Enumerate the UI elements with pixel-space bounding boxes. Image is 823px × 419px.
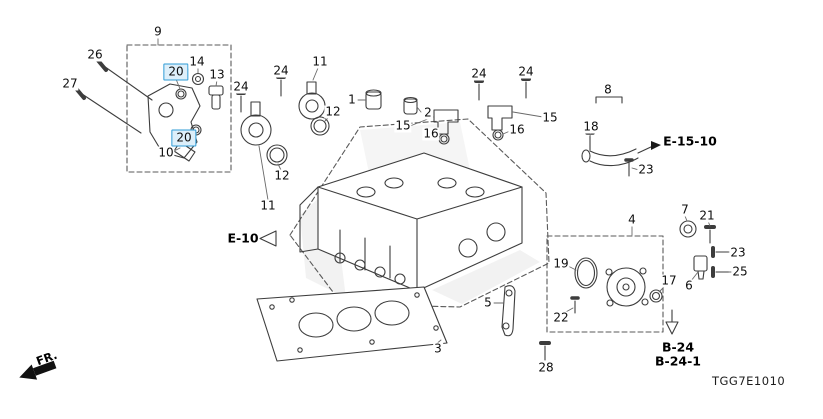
sensor-21 xyxy=(704,225,716,244)
b24-arrow xyxy=(665,309,679,335)
ref-label-b24-1[interactable]: B-24-1 xyxy=(655,353,701,369)
part-label-11[interactable]: 11 xyxy=(311,54,329,69)
part-label-13[interactable]: 13 xyxy=(208,67,226,82)
bolt-24-d xyxy=(521,77,531,99)
part-label-1[interactable]: 1 xyxy=(347,92,357,107)
part-label-16[interactable]: 16 xyxy=(422,126,440,141)
sensor-13 xyxy=(208,85,224,110)
cap-2 xyxy=(403,96,418,115)
part-label-4[interactable]: 4 xyxy=(627,212,637,227)
cap-14 xyxy=(191,72,205,86)
part-label-18[interactable]: 18 xyxy=(582,119,600,134)
part-label-28[interactable]: 28 xyxy=(537,360,555,375)
part-label-2[interactable]: 2 xyxy=(423,105,433,120)
part-label-21[interactable]: 21 xyxy=(698,208,716,223)
sensor-6 xyxy=(693,255,708,280)
part-label-10[interactable]: 10 xyxy=(157,145,175,160)
sensor-15-right xyxy=(487,105,513,131)
o-ring-12-b xyxy=(310,116,330,136)
group-9-box xyxy=(126,44,232,173)
ref-label-e10[interactable]: E-10 xyxy=(227,230,259,246)
bolt-25 xyxy=(711,266,730,278)
part-label-3[interactable]: 3 xyxy=(433,341,443,356)
fr-arrow xyxy=(19,360,57,380)
bolt-28 xyxy=(539,341,551,361)
part-label-26[interactable]: 26 xyxy=(86,47,104,62)
sensor-15-left xyxy=(433,109,459,135)
part-label-14[interactable]: 14 xyxy=(188,54,206,69)
bolt-24-a xyxy=(236,91,246,113)
seal-7 xyxy=(679,220,697,238)
part-label-9[interactable]: 9 xyxy=(153,24,163,39)
part-label-12[interactable]: 12 xyxy=(273,168,291,183)
part-label-19[interactable]: 19 xyxy=(552,256,570,271)
part-label-24[interactable]: 24 xyxy=(272,63,290,78)
part-label-15[interactable]: 15 xyxy=(541,110,559,125)
ref-label-e15-10[interactable]: E-15-10 xyxy=(663,133,717,149)
joint-10 xyxy=(173,141,196,162)
part-label-24[interactable]: 24 xyxy=(470,66,488,81)
part-label-7[interactable]: 7 xyxy=(680,202,690,217)
pump-gasket-19 xyxy=(574,257,598,289)
head-gasket-drawing xyxy=(256,286,448,362)
part-label-16[interactable]: 16 xyxy=(508,122,526,137)
part-label-15[interactable]: 15 xyxy=(394,118,412,133)
bolt-23-a xyxy=(624,158,634,177)
bolt-24-c xyxy=(474,79,484,101)
part-label-8[interactable]: 8 xyxy=(603,82,613,97)
part-label-27[interactable]: 27 xyxy=(61,76,79,91)
bolt-23-b xyxy=(711,246,730,258)
ref-label-b24[interactable]: B-24 xyxy=(661,339,695,355)
arrow-to-e15-10 xyxy=(637,141,661,154)
bolt-26 xyxy=(94,56,153,101)
bracket-5 xyxy=(501,285,516,337)
part-label-17[interactable]: 17 xyxy=(660,273,678,288)
cap-assembly-11-b xyxy=(298,81,326,120)
part-label-22[interactable]: 22 xyxy=(552,310,570,325)
part-label-11[interactable]: 11 xyxy=(259,198,277,213)
part-label-24[interactable]: 24 xyxy=(517,64,535,79)
water-pump-drawing xyxy=(605,267,649,307)
o-ring-12-a xyxy=(266,144,288,166)
cylinder-head-drawing xyxy=(299,152,523,292)
bolt-22 xyxy=(570,296,580,314)
part-label-25[interactable]: 25 xyxy=(731,264,749,279)
part-label-23[interactable]: 23 xyxy=(637,162,655,177)
part-label-12[interactable]: 12 xyxy=(324,104,342,119)
o-ring-16-right xyxy=(492,129,504,141)
part-label-20[interactable]: 20 xyxy=(171,129,197,147)
o-ring-17 xyxy=(649,289,663,303)
part-label-23[interactable]: 23 xyxy=(729,245,747,260)
e10-arrow xyxy=(259,230,277,247)
cap-1 xyxy=(365,89,382,110)
part-label-6[interactable]: 6 xyxy=(684,278,694,293)
bolt-24-b xyxy=(276,75,286,97)
part-label-20[interactable]: 20 xyxy=(163,63,189,81)
part-label-24[interactable]: 24 xyxy=(232,79,250,94)
o-ring-20-upper xyxy=(175,88,187,100)
bracket-8 xyxy=(595,96,623,104)
water-pipe xyxy=(581,148,639,167)
cap-assembly-11-a xyxy=(240,101,272,146)
diagram-code: TGG7E1010 xyxy=(712,374,786,388)
part-label-5[interactable]: 5 xyxy=(483,295,493,310)
bolt-27 xyxy=(72,84,142,134)
